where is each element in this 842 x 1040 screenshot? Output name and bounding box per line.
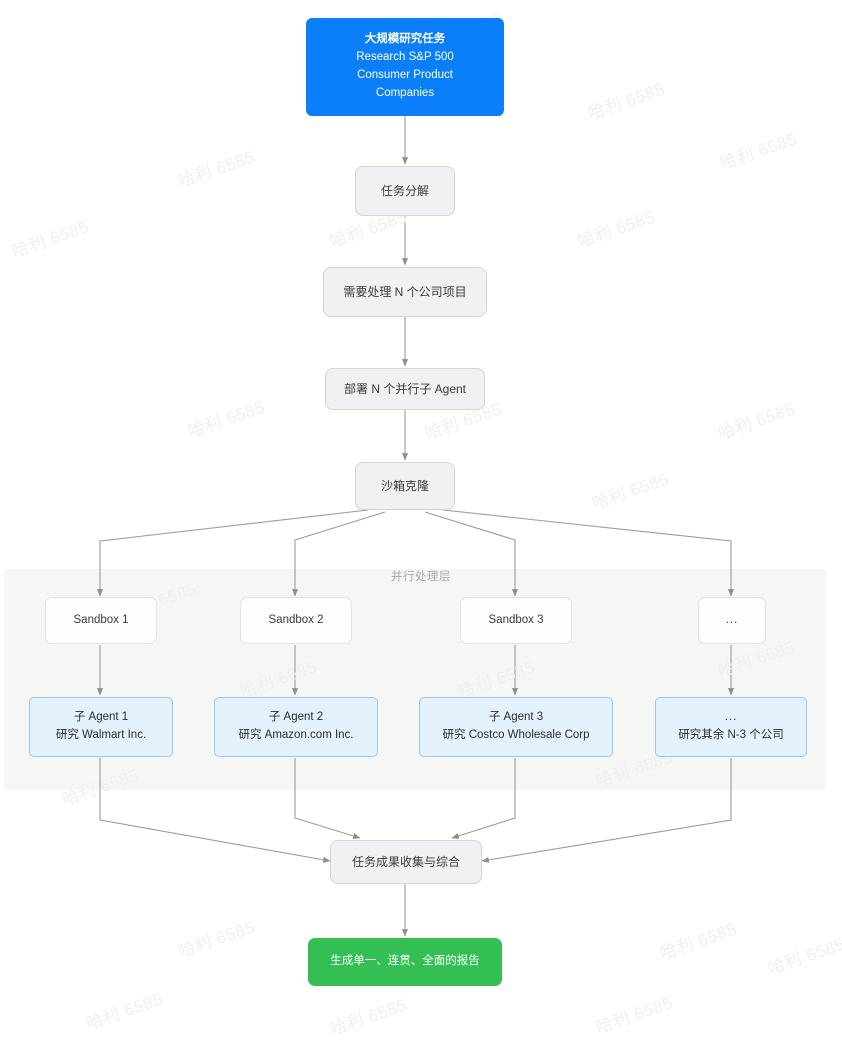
- edge-clone-to-sandbox-more: [442, 509, 735, 597]
- node-line: 子 Agent 2: [268, 711, 324, 724]
- node-final-report[interactable]: 生成单一、连贯、全面的报告: [308, 938, 502, 986]
- node-line: Research S&P 500: [356, 51, 454, 64]
- node-line: Companies: [375, 86, 435, 99]
- node-line: 研究 Costco Wholesale Corp: [442, 729, 590, 741]
- node-line: ...: [725, 613, 739, 626]
- node-line: 沙箱克隆: [380, 478, 429, 493]
- node-line: 大规模研究任务: [364, 33, 446, 46]
- edge-clone-to-sandbox-2: [291, 511, 386, 597]
- node-line: 研究其余 N-3 个公司: [678, 729, 784, 741]
- node-line: 任务分解: [380, 183, 429, 198]
- node-sub-agent-3[interactable]: 子 Agent 3 研究 Costco Wholesale Corp: [419, 697, 613, 757]
- node-line: Sandbox 1: [73, 613, 129, 626]
- node-task-decomposition[interactable]: 任务分解: [355, 166, 455, 216]
- node-line: Sandbox 2: [268, 613, 324, 626]
- node-sub-agent-1[interactable]: 子 Agent 1 研究 Walmart Inc.: [29, 697, 173, 757]
- node-sandbox-1[interactable]: Sandbox 1: [45, 597, 157, 644]
- edge-clone-to-sandbox-3: [424, 511, 519, 597]
- node-line: 研究 Walmart Inc.: [55, 729, 147, 741]
- edge-agent-3-to-collect: [451, 758, 516, 839]
- node-line: 需要处理 N 个公司项目: [343, 284, 467, 299]
- node-collect-and-synthesize[interactable]: 任务成果收集与综合: [330, 840, 482, 884]
- edge-agent-2-to-collect: [294, 758, 361, 839]
- node-line: Sandbox 3: [488, 613, 544, 626]
- node-n-company-items[interactable]: 需要处理 N 个公司项目: [323, 267, 487, 317]
- node-deploy-n-subagents[interactable]: 部署 N 个并行子 Agent: [325, 368, 485, 410]
- node-line: 子 Agent 3: [488, 711, 544, 724]
- edge-agent-more-to-collect: [481, 758, 732, 863]
- node-sandbox-clone[interactable]: 沙箱克隆: [355, 462, 455, 510]
- parallel-processing-label: 并行处理层: [391, 571, 451, 583]
- node-line: Consumer Product: [357, 69, 453, 81]
- node-sub-agent-2[interactable]: 子 Agent 2 研究 Amazon.com Inc.: [214, 697, 378, 757]
- node-line: 任务成果收集与综合: [351, 854, 460, 869]
- node-line: ...: [724, 711, 738, 724]
- edge-clone-to-sandbox-1: [96, 509, 369, 597]
- node-sub-agent-more[interactable]: ... 研究其余 N-3 个公司: [655, 697, 807, 757]
- node-line: 研究 Amazon.com Inc.: [238, 729, 354, 741]
- node-line: 子 Agent 1: [73, 711, 129, 724]
- node-line: 生成单一、连贯、全面的报告: [330, 955, 480, 968]
- node-line: 部署 N 个并行子 Agent: [343, 381, 467, 396]
- node-large-scale-research-task[interactable]: 大规模研究任务 Research S&P 500 Consumer Produc…: [306, 18, 504, 116]
- node-sandbox-2[interactable]: Sandbox 2: [240, 597, 352, 644]
- edge-agent-1-to-collect: [99, 758, 331, 863]
- node-sandbox-more[interactable]: ...: [698, 597, 766, 644]
- node-sandbox-3[interactable]: Sandbox 3: [460, 597, 572, 644]
